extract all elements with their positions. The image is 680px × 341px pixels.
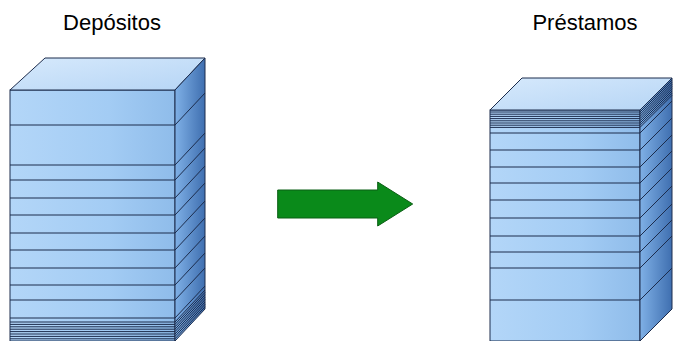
stack-node: Préstamos bbox=[488, 10, 680, 341]
stack-stripe bbox=[490, 89, 672, 121]
stack-stripe bbox=[490, 151, 672, 183]
stack-stripe bbox=[10, 253, 205, 285]
stack-stripe bbox=[490, 93, 672, 125]
stack-stripe bbox=[10, 297, 205, 329]
stack-label: Préstamos bbox=[488, 10, 680, 36]
stack-stripe bbox=[10, 286, 205, 318]
stack-stripe bbox=[10, 295, 205, 327]
stack-stripe bbox=[10, 148, 205, 180]
stack-stripe bbox=[10, 307, 205, 339]
stack-stripe bbox=[490, 95, 672, 127]
stack-stripe bbox=[490, 91, 672, 123]
stack-stripe bbox=[10, 304, 205, 336]
stack-stripe bbox=[10, 133, 205, 165]
stack-stripe bbox=[10, 300, 205, 332]
stack-stripe bbox=[10, 290, 205, 322]
stack-stripe bbox=[490, 80, 672, 112]
stack-label: Depósitos bbox=[8, 10, 216, 36]
stack-stripe bbox=[10, 166, 205, 198]
stack-stripe bbox=[490, 118, 672, 150]
stack-stripe bbox=[10, 93, 205, 125]
stack-stripe bbox=[10, 268, 205, 300]
stack-node: Depósitos bbox=[8, 10, 216, 341]
stack-stripe bbox=[10, 302, 205, 334]
stack-stripe bbox=[10, 292, 205, 324]
stack-stripe bbox=[490, 101, 672, 133]
stack-stripe bbox=[490, 82, 672, 114]
stack-stripe bbox=[10, 201, 205, 233]
stack-stripe bbox=[490, 236, 672, 268]
stack-stripe bbox=[10, 236, 205, 268]
stack-stripe bbox=[490, 186, 672, 218]
stack-stripe bbox=[10, 183, 205, 215]
stack-stripe bbox=[10, 218, 205, 250]
stack-stripe bbox=[490, 135, 672, 167]
stack-stripe bbox=[490, 87, 672, 119]
stack-stripe bbox=[490, 204, 672, 236]
block-arrow bbox=[278, 182, 413, 226]
stack-stripe bbox=[490, 168, 672, 200]
loans-stack bbox=[490, 78, 672, 341]
stack-stripe bbox=[490, 220, 672, 252]
stack-stripe bbox=[490, 84, 672, 116]
deposits-stack bbox=[10, 58, 205, 341]
stack-stripe bbox=[490, 268, 672, 300]
